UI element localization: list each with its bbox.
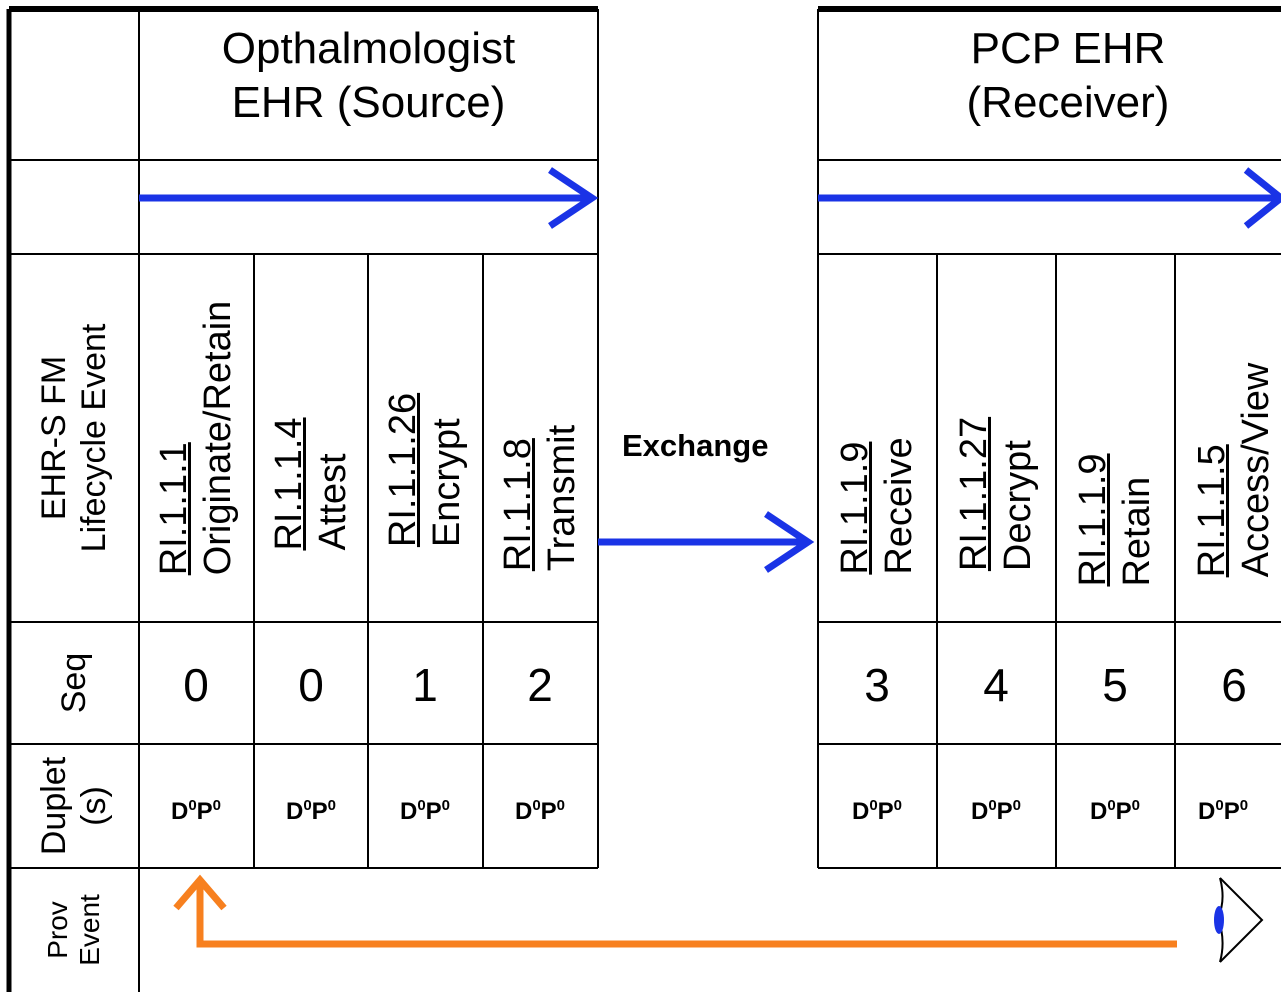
duplet-value: D0P0	[1198, 797, 1249, 825]
source-flow-arrow	[139, 167, 599, 229]
seq-value: 2	[527, 659, 553, 711]
seq-value: 5	[1102, 659, 1128, 711]
prov-row-label: Prov Event	[42, 894, 105, 966]
duplet-value: D0P0	[851, 797, 903, 825]
eye-icon	[1214, 877, 1264, 963]
duplet-value: D0P0	[514, 797, 566, 825]
provenance-arrow	[173, 874, 1177, 948]
exchange-arrow	[598, 511, 815, 573]
receiver-header: PCP EHR (Receiver)	[966, 24, 1170, 127]
source-event-0: RI.1.1.1 Originate/Retain	[153, 300, 239, 576]
source-header: Opthalmologist EHR (Source)	[221, 24, 516, 127]
seq-value: 4	[983, 659, 1009, 711]
receiver-flow-arrow	[818, 167, 1281, 229]
receiver-event-1: RI.1.1.27 Decrypt	[953, 416, 1039, 572]
receiver-event-3: RI.1.1.5 Access/View	[1191, 362, 1277, 578]
seq-value: 0	[183, 659, 209, 711]
lifecycle-row-label: EHR-S FM Lifecycle Event	[35, 323, 113, 553]
seq-row-label: Seq	[55, 652, 93, 714]
source-event-2: RI.1.1.26 Encrypt	[382, 392, 468, 548]
seq-value: 6	[1221, 659, 1247, 711]
duplet-value: D0P0	[970, 797, 1022, 825]
duplet-value: D0P0	[1089, 797, 1141, 825]
source-event-3: RI.1.1.8 Transmit	[497, 424, 583, 572]
seq-value: 3	[864, 659, 890, 711]
exchange-label: Exchange	[622, 428, 769, 463]
duplet-row-label: Duplet (s)	[35, 756, 113, 856]
duplet-value: D0P0	[399, 797, 451, 825]
duplet-value: D0P0	[285, 797, 337, 825]
duplet-value: D0P0	[170, 797, 222, 825]
seq-value: 1	[412, 659, 438, 711]
seq-value: 0	[298, 659, 324, 711]
receiver-event-0: RI.1.1.9 Receive	[834, 437, 920, 575]
source-event-1: RI.1.1.4 Attest	[268, 417, 354, 551]
receiver-event-2: RI.1.1.9 Retain	[1072, 453, 1158, 587]
